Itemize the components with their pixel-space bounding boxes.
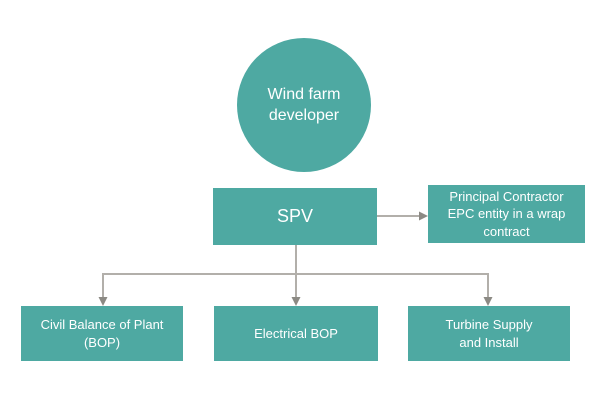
node-wind-farm-developer: Wind farm developer: [237, 38, 371, 172]
arrowhead-right-icon: [419, 211, 428, 221]
arrowhead-down-icon: [483, 297, 493, 306]
node-spv: SPV: [213, 188, 377, 245]
arrowhead-down-icon: [98, 297, 108, 306]
node-civil-bop: Civil Balance of Plant (BOP): [21, 306, 183, 361]
node-turbine-supply-install: Turbine Supply and Install: [408, 306, 570, 361]
node-principal-contractor-epc: Principal Contractor EPC entity in a wra…: [428, 185, 585, 243]
arrowhead-down-icon: [291, 297, 301, 306]
node-electrical-bop: Electrical BOP: [214, 306, 378, 361]
